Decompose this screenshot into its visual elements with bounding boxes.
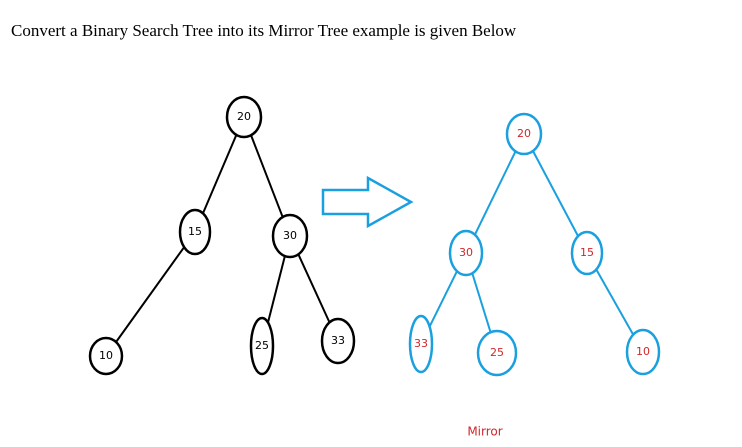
mirror-node-20: 20 [505, 112, 543, 156]
original-node-circle [271, 213, 309, 259]
original-edge-o20-o15 [202, 134, 238, 214]
mirror-node-30: 30 [448, 229, 484, 277]
mirror-tree-nodes: 20 30 15 33 25 10 [408, 112, 661, 377]
mirror-node-circle [408, 314, 434, 374]
page-title: Convert a Binary Search Tree into its Mi… [11, 21, 517, 40]
original-node-10: 10 [88, 336, 124, 376]
original-node-circle [88, 336, 124, 376]
original-node-15: 15 [178, 208, 212, 256]
mirror-edge-m30-m25 [471, 272, 492, 333]
mirror-node-label: 25 [490, 346, 504, 359]
original-node-25: 25 [249, 316, 275, 376]
original-node-label: 10 [99, 349, 113, 362]
mirror-node-circle [505, 112, 543, 156]
original-node-30: 30 [271, 213, 309, 259]
original-edge-o20-o30 [250, 134, 284, 218]
mirror-edge-m15-m10 [595, 268, 635, 336]
mirror-node-10: 10 [625, 328, 661, 376]
mirror-node-circle [570, 230, 604, 276]
original-node-label: 33 [331, 334, 345, 347]
original-edge-o15-o10 [115, 246, 185, 343]
original-tree-edges [115, 134, 331, 343]
mirror-node-25: 25 [476, 329, 518, 377]
original-node-33: 33 [320, 317, 356, 365]
original-node-circle [225, 95, 263, 139]
mirror-node-15: 15 [570, 230, 604, 276]
mirror-node-circle [476, 329, 518, 377]
right-arrow-outline-icon [321, 175, 414, 229]
mirror-caption: Mirror [467, 425, 502, 439]
original-tree-nodes: 20 15 30 10 25 33 [88, 95, 356, 376]
original-node-label: 20 [237, 110, 251, 123]
mirror-node-label: 10 [636, 345, 650, 358]
original-node-circle [249, 316, 275, 376]
mirror-node-label: 15 [580, 246, 594, 259]
mirror-node-33: 33 [408, 314, 434, 374]
mirror-edge-m30-m33 [428, 270, 458, 328]
original-node-circle [178, 208, 212, 256]
original-edge-o30-o25 [267, 255, 286, 323]
mirror-node-circle [625, 328, 661, 376]
original-node-label: 15 [188, 225, 202, 238]
original-node-circle [320, 317, 356, 365]
mirror-node-circle [448, 229, 484, 277]
mirror-tree-edges [428, 150, 635, 336]
original-node-label: 30 [283, 229, 297, 242]
mirror-edge-m20-m15 [532, 150, 579, 237]
original-node-20: 20 [225, 95, 263, 139]
mirror-edge-m20-m30 [474, 150, 517, 236]
original-edge-o30-o33 [297, 253, 331, 323]
original-node-label: 25 [255, 339, 269, 352]
mirror-node-label: 33 [414, 337, 428, 350]
mirror-node-label: 20 [517, 127, 531, 140]
mirror-node-label: 30 [459, 246, 473, 259]
